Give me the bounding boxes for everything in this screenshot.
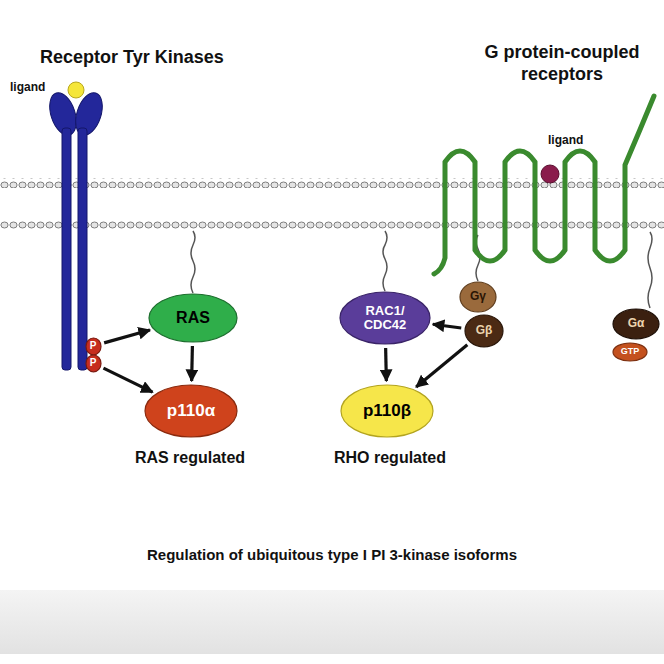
protein-ellipse: Gβ (464, 314, 504, 348)
footer-band (0, 590, 664, 654)
protein-ellipse: RAS (148, 293, 238, 343)
section-heading: G protein-coupled receptors (467, 42, 657, 85)
ligand-ball (68, 82, 84, 98)
protein-ellipse: P (85, 354, 102, 373)
rtk-receptor (45, 89, 107, 370)
protein-ellipse: p110β (340, 384, 434, 438)
node-label: RAS (176, 309, 210, 327)
group-label: RHO regulated (334, 448, 446, 467)
node-label: P (90, 357, 97, 368)
activation-arrow (103, 368, 152, 392)
protein-ellipse: Gα (612, 308, 660, 340)
node-label: P (90, 340, 97, 351)
protein-ellipse: GTP (612, 342, 648, 362)
figure-caption: Regulation of ubiquitous type I PI 3-kin… (147, 546, 517, 564)
ligand-label: ligand (548, 133, 583, 147)
ligand-ball (541, 165, 559, 183)
node-label: Gβ (476, 324, 493, 337)
node-label: RAC1/ CDC42 (359, 304, 411, 333)
activation-arrow (416, 345, 467, 387)
protein-ellipse: Gγ (459, 281, 497, 313)
node-label: p110β (363, 402, 411, 421)
lipid-anchors (191, 231, 652, 308)
gpcr-receptor (434, 96, 654, 274)
node-label: Gγ (470, 290, 486, 303)
activation-arrow (433, 324, 461, 328)
node-label: Gα (628, 317, 645, 330)
activation-arrow (384, 348, 388, 381)
node-label: GTP (621, 347, 640, 357)
node-label: p110α (167, 402, 215, 421)
group-label: RAS regulated (135, 448, 245, 467)
section-heading: Receptor Tyr Kinases (40, 47, 224, 69)
activation-arrow (104, 330, 150, 343)
protein-ellipse: RAC1/ CDC42 (339, 291, 431, 345)
ligand-label: ligand (10, 80, 45, 94)
protein-ellipse: p110α (144, 384, 238, 438)
protein-ellipse: P (85, 337, 102, 356)
activation-arrow (190, 346, 194, 381)
